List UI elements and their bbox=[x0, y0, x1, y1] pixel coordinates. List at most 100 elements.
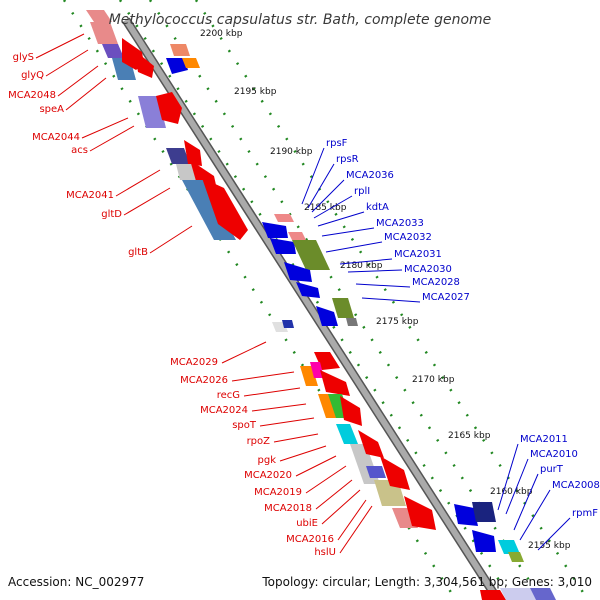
gene-label-kdta[interactable]: kdtA bbox=[366, 202, 389, 213]
gene-label-mca2019[interactable]: MCA2019 bbox=[254, 487, 302, 498]
gene-label-mca2027[interactable]: MCA2027 bbox=[422, 292, 470, 303]
leader-line-mca2016 bbox=[337, 499, 367, 541]
gene-hslU-arrow[interactable] bbox=[480, 590, 506, 600]
gene-label-mca2036[interactable]: MCA2036 bbox=[346, 170, 394, 181]
gene-MCA2027-tail[interactable] bbox=[346, 318, 358, 326]
gene-label-rpsr[interactable]: rpsR bbox=[336, 154, 359, 165]
gene-gltB-arrow[interactable] bbox=[202, 178, 248, 240]
gene-MCA2010-block[interactable] bbox=[472, 502, 496, 522]
gene-label-mca2044[interactable]: MCA2044 bbox=[32, 132, 80, 143]
gene-rpsF-block[interactable] bbox=[170, 44, 190, 56]
gene-MCA2018-arrow[interactable] bbox=[380, 456, 410, 490]
gene-label-spot[interactable]: spoT bbox=[232, 420, 257, 431]
gene-MCA2030-arrow[interactable] bbox=[284, 262, 312, 282]
backbone-line bbox=[123, 18, 501, 600]
leader-line-gltd bbox=[123, 187, 171, 216]
gene-MCA2036-block[interactable] bbox=[182, 58, 200, 68]
gene-MCA2011-arrow[interactable] bbox=[454, 504, 478, 526]
gene-label-mca2011[interactable]: MCA2011 bbox=[520, 434, 568, 445]
gene-purT-arrow[interactable] bbox=[472, 530, 496, 552]
leader-line-ubie bbox=[321, 489, 361, 525]
gene-acs-arrow[interactable] bbox=[156, 92, 182, 124]
gene-label-mca2008[interactable]: MCA2008 bbox=[552, 480, 600, 491]
gene-label-mca2020[interactable]: MCA2020 bbox=[244, 470, 292, 481]
gene-label-mca2018[interactable]: MCA2018 bbox=[264, 503, 312, 514]
gene-label-mca2033[interactable]: MCA2033 bbox=[376, 218, 424, 229]
gene-label-purt[interactable]: purT bbox=[540, 464, 564, 475]
leader-line-rpsr bbox=[307, 163, 335, 209]
gene-label-glys[interactable]: glyS bbox=[13, 52, 34, 63]
gene-label-rpoz[interactable]: rpoZ bbox=[247, 436, 271, 447]
gene-label-spea[interactable]: speA bbox=[39, 104, 64, 115]
gene-MCA2041-arrow[interactable] bbox=[184, 140, 202, 166]
gene-label-mca2026[interactable]: MCA2026 bbox=[180, 375, 228, 386]
gene-label-mca2028[interactable]: MCA2028 bbox=[412, 277, 460, 288]
gene-label-gltd[interactable]: gltD bbox=[101, 209, 122, 220]
gene-recG-block[interactable] bbox=[310, 362, 324, 378]
gene-MCA2028-arrow[interactable] bbox=[296, 282, 320, 298]
gene-MCA2024-arrow[interactable] bbox=[320, 370, 350, 396]
ruler-label-2190-kbp: 2190 kbp bbox=[270, 147, 313, 157]
leader-line-mca2032 bbox=[325, 241, 383, 253]
leader-line-mca2024 bbox=[251, 403, 307, 412]
gene-glyS-block-2[interactable] bbox=[90, 22, 118, 44]
gene-glyQ-block[interactable] bbox=[102, 44, 124, 58]
gene-label-recg[interactable]: recG bbox=[217, 390, 240, 401]
leader-line-mca2018 bbox=[315, 479, 353, 510]
gene-label-mca2041[interactable]: MCA2041 bbox=[66, 190, 114, 201]
gene-MCA2041-block[interactable] bbox=[166, 148, 190, 164]
gene-edge-block-1[interactable] bbox=[500, 588, 536, 600]
leader-line-mca2019 bbox=[305, 465, 347, 494]
gene-label-ubie[interactable]: ubiE bbox=[296, 518, 318, 529]
gene-MCA2032-block[interactable] bbox=[288, 232, 306, 240]
gene-MCA2016-arrow[interactable] bbox=[404, 496, 436, 530]
gene-label-hslu[interactable]: hslU bbox=[314, 547, 336, 558]
leader-line-glyq bbox=[45, 49, 89, 77]
leader-line-mca2011 bbox=[497, 443, 519, 511]
gene-rpsR-arrow[interactable] bbox=[166, 58, 188, 74]
gene-label-pgk[interactable]: pgk bbox=[258, 455, 277, 466]
gene-spoT-arrow[interactable] bbox=[340, 396, 362, 426]
gene-label-rpsf[interactable]: rpsF bbox=[326, 138, 348, 149]
gene-glyS-block[interactable] bbox=[86, 10, 112, 22]
gene-rpoZ-block[interactable] bbox=[336, 424, 358, 444]
gene-label-mca2031[interactable]: MCA2031 bbox=[394, 249, 442, 260]
leader-line-rpoz bbox=[273, 433, 319, 443]
gene-speA-arrow-2[interactable] bbox=[134, 50, 154, 78]
track-guides bbox=[62, 0, 590, 600]
gene-label-mca2032[interactable]: MCA2032 bbox=[384, 232, 432, 243]
gene-MCA2027-block[interactable] bbox=[332, 298, 354, 318]
gene-MCA2008-block[interactable] bbox=[498, 540, 520, 554]
ruler-label-2200-kbp: 2200 kbp bbox=[200, 29, 243, 39]
gene-label-rpmf[interactable]: rpmF bbox=[572, 508, 598, 519]
gene-label-mca2029[interactable]: MCA2029 bbox=[170, 357, 218, 368]
map-title: Methylococcus capsulatus str. Bath, comp… bbox=[109, 12, 492, 28]
feature-track-minus bbox=[166, 44, 556, 600]
gene-label-acs[interactable]: acs bbox=[71, 145, 88, 156]
gene-MCA2027-arrow[interactable] bbox=[316, 306, 338, 326]
gene-small-blue-block[interactable] bbox=[282, 320, 294, 328]
gene-label-mca2030[interactable]: MCA2030 bbox=[404, 264, 452, 275]
ruler-label-2185-kbp: 2185 kbp bbox=[304, 203, 347, 213]
gene-rpmF-block[interactable] bbox=[508, 552, 524, 562]
gene-label-mca2010[interactable]: MCA2010 bbox=[530, 449, 578, 460]
gene-label-rpli[interactable]: rplI bbox=[354, 186, 370, 197]
leader-line-mca2027 bbox=[361, 297, 421, 303]
leader-line-rpsf bbox=[301, 147, 325, 205]
leader-line-rpli bbox=[313, 195, 353, 219]
gene-label-mca2016[interactable]: MCA2016 bbox=[286, 534, 334, 545]
gene-edge-block-2[interactable] bbox=[530, 588, 556, 600]
gene-label-gltb[interactable]: gltB bbox=[128, 247, 148, 258]
gene-rplI-block[interactable] bbox=[274, 214, 294, 222]
ruler-label-2195-kbp: 2195 kbp bbox=[234, 87, 277, 97]
gene-label-mca2048[interactable]: MCA2048 bbox=[8, 90, 56, 101]
gene-MCA2031-block[interactable] bbox=[292, 240, 330, 270]
leader-line-mca2030 bbox=[347, 269, 403, 273]
gene-label-mca2024[interactable]: MCA2024 bbox=[200, 405, 248, 416]
gene-pgk-arrow[interactable] bbox=[358, 430, 384, 458]
gene-MCA2020-block[interactable] bbox=[366, 466, 386, 478]
gene-kdtA-arrow[interactable] bbox=[262, 222, 288, 238]
gene-MCA2033-arrow[interactable] bbox=[270, 238, 296, 254]
gene-label-glyq[interactable]: glyQ bbox=[21, 70, 44, 81]
